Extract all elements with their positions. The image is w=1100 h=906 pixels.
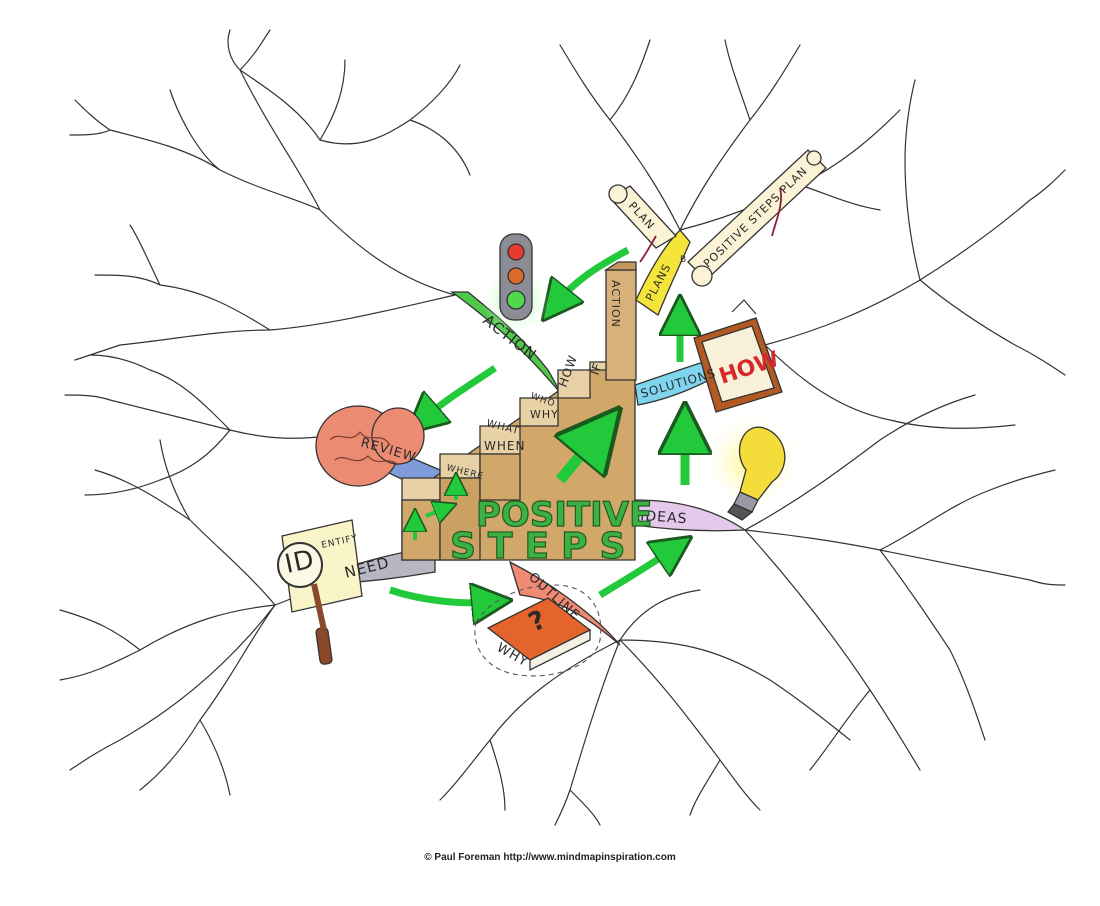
step-why: WHY bbox=[530, 408, 559, 421]
action-post bbox=[605, 269, 637, 381]
title-positive: POSITIVE bbox=[476, 495, 652, 535]
flow-arrows bbox=[388, 246, 685, 603]
positive-steps-staircase bbox=[401, 261, 637, 561]
step-when: WHEN bbox=[484, 439, 525, 453]
branch-network bbox=[59, 29, 1066, 826]
step-if: IF bbox=[588, 361, 605, 377]
arrow-outline-to-ideas bbox=[598, 548, 675, 599]
identify-sign bbox=[277, 519, 363, 665]
label-ideas: IDEAS bbox=[640, 508, 688, 527]
light-bulb-icon bbox=[706, 416, 798, 521]
arrow-action-to-review bbox=[422, 365, 497, 420]
arrow-need-to-outline bbox=[388, 590, 492, 603]
how-sign: HOW bbox=[693, 299, 783, 413]
brain-icon bbox=[315, 405, 425, 487]
title-steps: STEPS bbox=[450, 526, 637, 567]
plan-scrolls bbox=[608, 149, 827, 287]
traffic-light-icon bbox=[482, 233, 550, 334]
arrow-plan-to-light bbox=[555, 246, 630, 305]
branch-ideas bbox=[634, 499, 747, 532]
scroll-connector: B bbox=[680, 255, 687, 265]
label-action-post: ACTION bbox=[609, 280, 622, 328]
scroll-right-label: POSITIVE STEPS PLAN bbox=[701, 164, 810, 270]
copyright-footer: © Paul Foreman http://www.mindmapinspira… bbox=[424, 852, 676, 863]
identify-big: ID bbox=[282, 544, 317, 580]
